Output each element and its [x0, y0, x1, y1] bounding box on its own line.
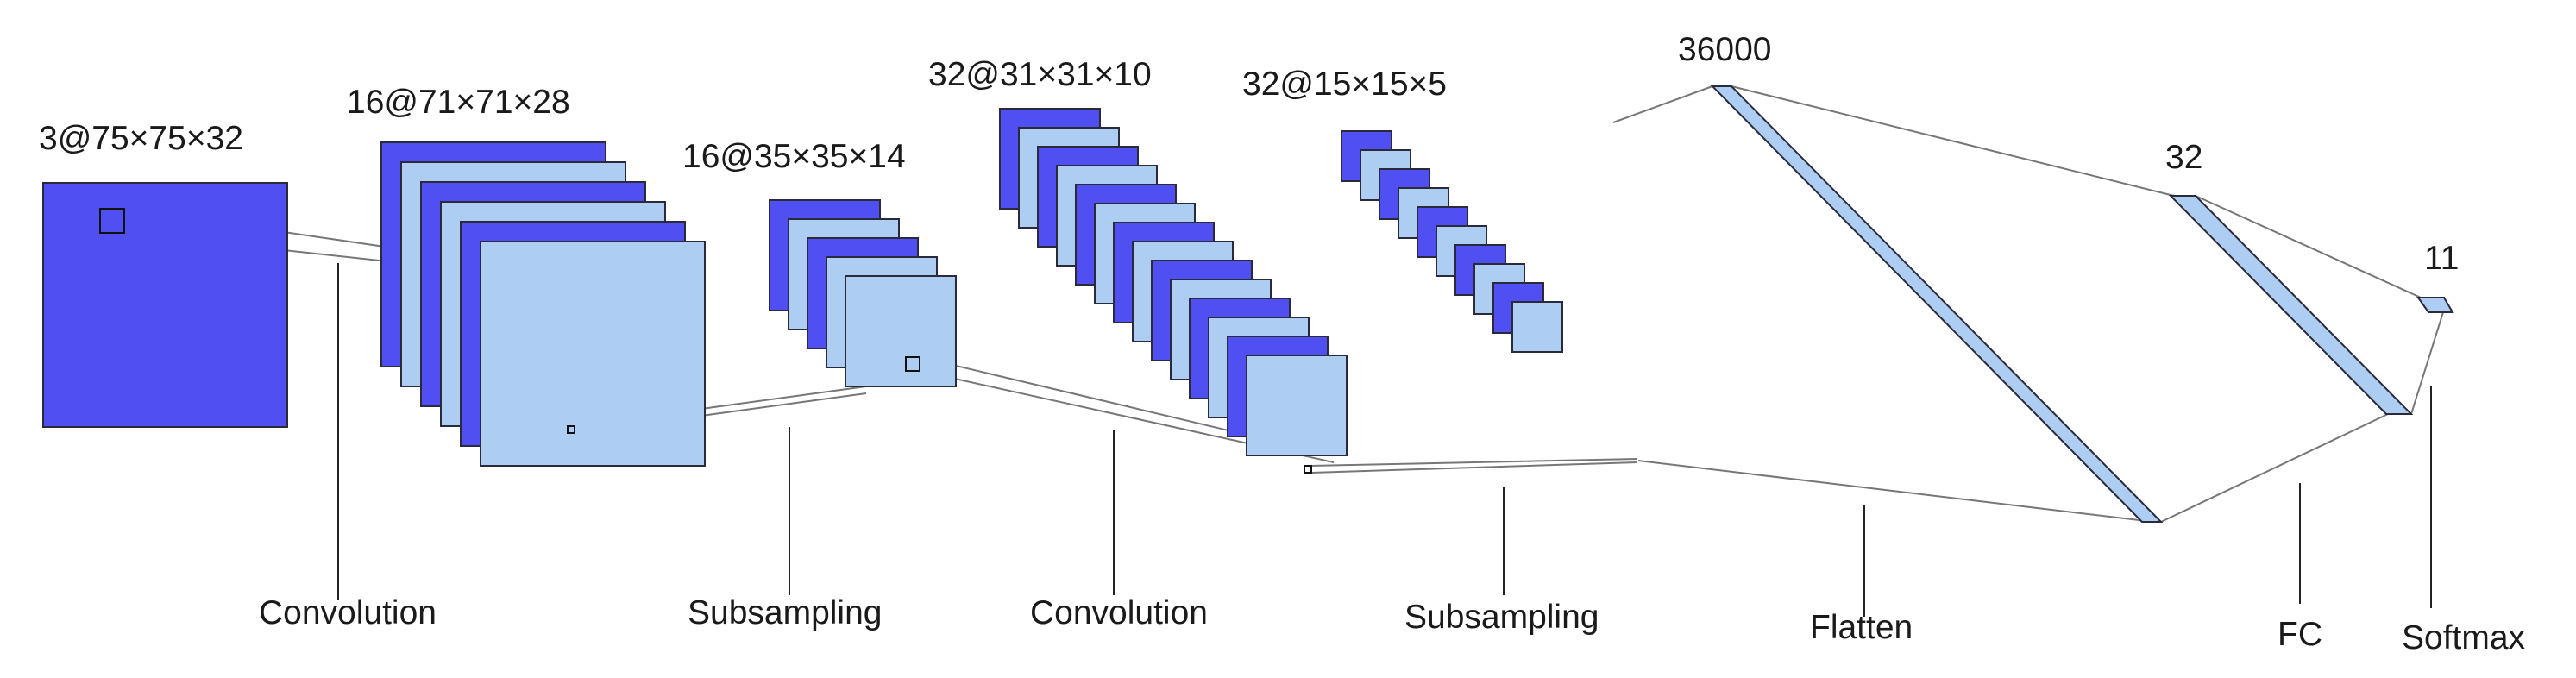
conv1-stack-map [480, 241, 706, 467]
pool1-stack-map [845, 275, 957, 387]
conv2-stack [999, 108, 1348, 474]
layer-label-fc: 32 [2165, 139, 2202, 176]
connector-line [1731, 85, 2175, 197]
connector-line [1637, 460, 2147, 522]
op-label-subsampling-2: Subsampling [1404, 599, 1599, 636]
connector-line [1310, 458, 1638, 467]
connector-line [2195, 195, 2422, 298]
conv1-stack [380, 141, 706, 467]
pool2-stack-map [1511, 301, 1563, 353]
input-kernel-window [99, 208, 125, 234]
layer-label-flatten: 36000 [1678, 31, 1771, 68]
layer-label-pool1: 16@35×35×14 [682, 138, 906, 175]
layer-label-softmax: 11 [2424, 240, 2460, 277]
operation-ticks [337, 263, 2432, 617]
pool1-kernel-window [905, 356, 920, 372]
connector-line [1310, 461, 1638, 474]
op-label-convolution-2: Convolution [1030, 594, 1208, 631]
connector-lines [123, 85, 2444, 523]
layer-label-conv1: 16@71×71×28 [347, 84, 570, 121]
flatten-vector [1710, 85, 2164, 523]
fc-vector [2168, 195, 2414, 415]
op-label-fc: FC [2278, 616, 2322, 653]
op-label-softmax: Softmax [2402, 619, 2526, 656]
op-label-convolution-1: Convolution [259, 594, 437, 631]
layer-label-input: 3@75×75×32 [39, 120, 243, 157]
pool1-stack [769, 199, 957, 387]
softmax-vector [2416, 297, 2454, 313]
connector-line [2160, 413, 2389, 523]
connector-line [2410, 311, 2444, 415]
input-feature-map [42, 182, 288, 428]
conv2-stack-map [1246, 355, 1348, 456]
connector-line [1612, 85, 1713, 123]
op-label-flatten: Flatten [1810, 609, 1913, 646]
layer-label-pool2: 32@15×15×5 [1242, 66, 1447, 103]
conv2-kernel-window [1304, 465, 1312, 474]
pool2-stack [1341, 130, 1563, 353]
op-label-subsampling-1: Subsampling [688, 594, 882, 631]
layer-label-conv2: 32@31×31×10 [928, 56, 1152, 93]
conv1-kernel-window [567, 425, 575, 434]
input-layer [42, 182, 288, 428]
